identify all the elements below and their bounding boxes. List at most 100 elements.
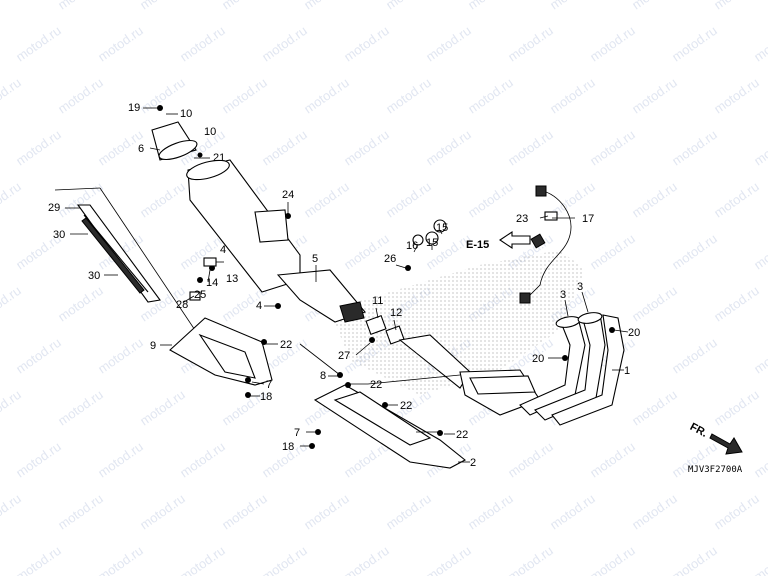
center-heat-shield bbox=[313, 384, 466, 469]
watermark-text: motod.ru bbox=[0, 179, 24, 221]
watermark-text: motod.ru bbox=[341, 23, 392, 65]
watermark-text: motod.ru bbox=[587, 127, 638, 169]
callout-7: 7 bbox=[294, 427, 300, 439]
callout-3: 3 bbox=[560, 289, 566, 301]
callout-24: 24 bbox=[282, 189, 294, 201]
watermark-text: motod.ru bbox=[301, 75, 352, 117]
leader-lines bbox=[65, 107, 629, 463]
callout-7: 7 bbox=[266, 379, 272, 391]
watermark-text: motod.ru bbox=[341, 231, 392, 273]
watermark-text: motod.ru bbox=[0, 283, 24, 325]
callout-9: 9 bbox=[150, 340, 156, 352]
watermark-text: motod.ru bbox=[55, 0, 106, 12]
watermark-text: motod.ru bbox=[95, 23, 146, 65]
watermark-text: motod.ru bbox=[547, 0, 598, 12]
watermark-text: motod.ru bbox=[465, 179, 516, 221]
watermark-text: motod.ru bbox=[13, 543, 64, 576]
strap-guide-line bbox=[54, 187, 101, 191]
watermark-text: motod.ru bbox=[711, 75, 762, 117]
watermark-text: motod.ru bbox=[137, 387, 188, 429]
callout-6: 6 bbox=[138, 143, 144, 155]
ref-arrow-label: E-15 bbox=[466, 239, 489, 251]
watermark-text: motod.ru bbox=[301, 491, 352, 533]
watermark-text: motod.ru bbox=[669, 335, 720, 377]
watermark-text: motod.ru bbox=[711, 179, 762, 221]
direction-label: FR. bbox=[688, 421, 709, 440]
watermark-text: motod.ru bbox=[55, 75, 106, 117]
callout-11: 11 bbox=[372, 295, 383, 307]
watermark-text: motod.ru bbox=[301, 179, 352, 221]
watermark-text: motod.ru bbox=[137, 491, 188, 533]
watermark-text: motod.ru bbox=[547, 491, 598, 533]
watermark-text: motod.ru bbox=[177, 23, 228, 65]
watermark-text: motod.ru bbox=[383, 179, 434, 221]
watermark-text: motod.ru bbox=[177, 543, 228, 576]
watermark-text: motod.ru bbox=[13, 439, 64, 481]
callout-2: 2 bbox=[470, 457, 476, 469]
watermark-text: motod.ru bbox=[301, 0, 352, 12]
watermark-text: motod.ru bbox=[465, 491, 516, 533]
watermark-text: motod.ru bbox=[751, 439, 768, 481]
watermark-text: motod.ru bbox=[587, 543, 638, 576]
muffler-end-cap bbox=[151, 121, 198, 161]
callout-18: 18 bbox=[260, 391, 272, 403]
watermark-text: motod.ru bbox=[669, 231, 720, 273]
watermark-text: motod.ru bbox=[259, 23, 310, 65]
callout-22: 22 bbox=[370, 379, 382, 391]
center-pipe bbox=[398, 334, 541, 416]
callout-26: 26 bbox=[384, 253, 396, 265]
callout-22: 22 bbox=[400, 400, 412, 412]
callout-27: 27 bbox=[338, 350, 350, 362]
callout-1: 1 bbox=[624, 365, 630, 377]
watermark-text: motod.ru bbox=[219, 0, 270, 12]
callout-5: 5 bbox=[312, 253, 318, 265]
watermark-text: motod.ru bbox=[383, 0, 434, 12]
watermark-text: motod.ru bbox=[0, 387, 24, 429]
watermark-text: motod.ru bbox=[13, 23, 64, 65]
watermark-text: motod.ru bbox=[751, 23, 768, 65]
watermark-text: motod.ru bbox=[587, 23, 638, 65]
diagram-code: MJV3F2700A bbox=[688, 465, 743, 475]
exhaust-header-pipes bbox=[519, 312, 625, 426]
muffler-joint-pipe bbox=[276, 269, 366, 323]
watermark-text: motod.ru bbox=[751, 335, 768, 377]
callout-18: 18 bbox=[282, 441, 294, 453]
watermark-text: motod.ru bbox=[55, 179, 106, 221]
watermark-text: motod.ru bbox=[505, 439, 556, 481]
watermark-text: motod.ru bbox=[259, 127, 310, 169]
o2-sensor bbox=[519, 185, 572, 304]
callout-22: 22 bbox=[280, 339, 292, 351]
callout-15: 15 bbox=[436, 222, 448, 234]
watermark-text: motod.ru bbox=[95, 439, 146, 481]
watermark-text: motod.ru bbox=[13, 127, 64, 169]
watermark-text: motod.ru bbox=[13, 335, 64, 377]
watermark-text: motod.ru bbox=[95, 543, 146, 576]
watermark-text: motod.ru bbox=[711, 387, 762, 429]
watermark-text: motod.ru bbox=[711, 491, 762, 533]
watermark-text: motod.ru bbox=[0, 75, 24, 117]
watermark-text: motod.ru bbox=[219, 491, 270, 533]
callouts: 19 10 10 6 21 24 29 30 30 5 4 14 13 25 2… bbox=[48, 102, 640, 469]
watermark-text: motod.ru bbox=[423, 23, 474, 65]
watermark-text: motod.ru bbox=[629, 283, 680, 325]
watermark-text: motod.ru bbox=[751, 127, 768, 169]
watermark-text: motod.ru bbox=[629, 179, 680, 221]
watermark-text: motod.ru bbox=[423, 543, 474, 576]
watermark-text: motod.ru bbox=[505, 543, 556, 576]
callout-8: 8 bbox=[320, 370, 326, 382]
callout-17: 17 bbox=[582, 213, 594, 225]
watermark-text: motod.ru bbox=[711, 0, 762, 12]
watermark-text: motod.ru bbox=[177, 439, 228, 481]
callout-16: 16 bbox=[406, 240, 418, 252]
watermark-text: motod.ru bbox=[259, 543, 310, 576]
callout-20: 20 bbox=[532, 353, 544, 365]
callout-4: 4 bbox=[220, 244, 226, 256]
watermark-text: motod.ru bbox=[465, 0, 516, 12]
callout-3: 3 bbox=[577, 281, 583, 293]
watermark-text: motod.ru bbox=[751, 543, 768, 576]
muffler-band bbox=[76, 204, 161, 303]
watermark-text: motod.ru bbox=[629, 491, 680, 533]
watermark-text: motod.ru bbox=[0, 0, 24, 12]
